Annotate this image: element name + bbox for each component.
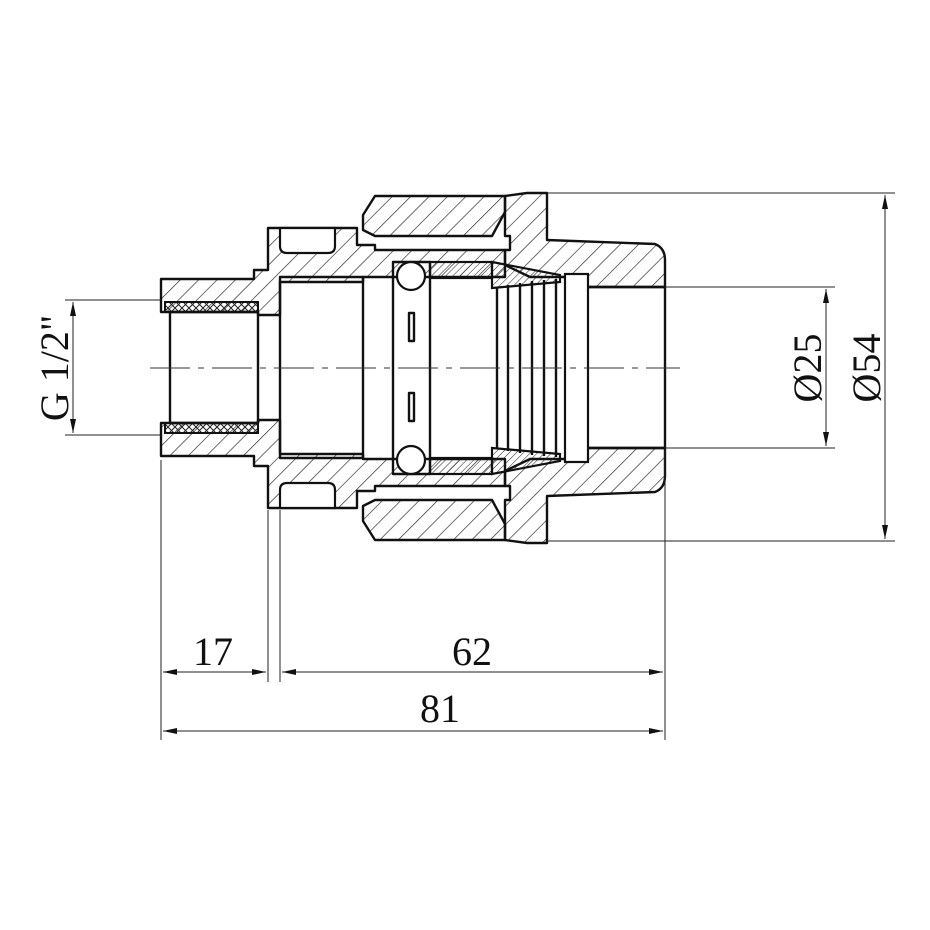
dim-body-length: 62 <box>452 629 492 674</box>
dim-inner-diameter: Ø25 <box>785 334 830 403</box>
extension-lines <box>65 192 895 740</box>
dim-total-length: 81 <box>420 686 460 731</box>
dimension-lines <box>70 195 888 734</box>
dim-outer-diameter: Ø54 <box>844 334 889 403</box>
dim-thread-length: 17 <box>193 629 233 674</box>
clamp-ring <box>391 260 562 476</box>
dim-thread: G 1/2" <box>32 315 77 421</box>
